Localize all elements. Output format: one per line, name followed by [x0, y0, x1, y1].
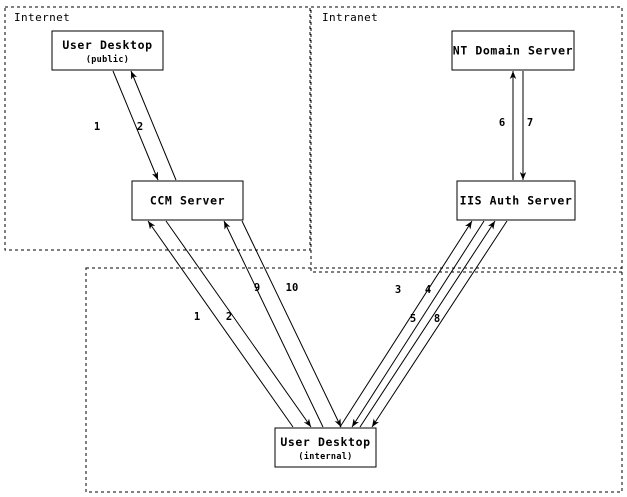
flow-step-label: 10 [286, 282, 299, 294]
zone-labels: Internet Intranet [14, 11, 378, 24]
flow-line-user-desktop-internal-to-ccm-server-step-9 [223, 220, 324, 428]
node-nt-domain-server: NT Domain Server [451, 30, 575, 71]
flow-line-iis-auth-server-to-user-desktop-internal-step-8 [371, 220, 508, 428]
flow-line-ccm-server-to-user-desktop-internal-step-10 [241, 220, 342, 428]
zone-boundary-internal [85, 267, 623, 493]
node-subtitle-user-desktop-internal: (internal) [298, 451, 352, 462]
flow-step-labels: 1 2 1 2 3 4 5 8 6 7 9 10 [94, 117, 533, 325]
zone-boundary-internet [4, 6, 311, 251]
flow-step-label: 5 [410, 313, 416, 325]
node-boxes: User Desktop (public) CCM Server NT Domain … [51, 30, 576, 468]
flow-line-user-desktop-internal-to-iis-auth-server-step-5 [359, 220, 496, 428]
zone-boundaries [4, 6, 623, 493]
node-title-nt-domain-server: NT Domain Server [453, 44, 573, 58]
flow-step-label: 3 [395, 284, 401, 296]
flow-step-label: 6 [499, 117, 505, 129]
flow-line-user-desktop-public-to-ccm-server-step-1 [112, 70, 159, 181]
flow-line-iis-auth-server-to-user-desktop-internal-step-4 [351, 220, 485, 428]
node-box-user-desktop-internal [274, 427, 377, 468]
node-title-user-desktop-public: User Desktop [62, 38, 152, 52]
flow-step-label: 4 [425, 284, 431, 296]
flow-arrows [112, 70, 527, 428]
node-user-desktop-internal: User Desktop (internal) [274, 427, 377, 468]
flow-line-user-desktop-internal-to-ccm-server-step-1 [147, 220, 294, 428]
node-ccm-server: CCM Server [131, 180, 244, 221]
flow-step-label: 1 [194, 311, 200, 323]
flow-line-ccm-server-to-user-desktop-internal-step-2 [165, 220, 312, 428]
node-box-user-desktop-public [51, 30, 164, 71]
node-title-user-desktop-internal: User Desktop [280, 435, 370, 449]
zone-label-intranet: Intranet [322, 11, 378, 24]
node-iis-auth-server: IIS Auth Server [456, 180, 576, 221]
node-title-ccm-server: CCM Server [150, 194, 225, 208]
flow-line-user-desktop-internal-to-iis-auth-server-step-3 [339, 220, 473, 428]
node-box-nt-domain-server [451, 30, 575, 71]
flow-step-label: 2 [137, 121, 143, 133]
flow-step-label: 8 [434, 313, 440, 325]
flow-step-label: 1 [94, 121, 100, 133]
node-user-desktop-public: User Desktop (public) [51, 30, 164, 71]
flow-step-label: 7 [527, 117, 533, 129]
flow-line-ccm-server-to-user-desktop-public-step-2 [130, 70, 177, 181]
node-subtitle-user-desktop-public: (public) [86, 54, 129, 65]
flow-step-label: 2 [226, 311, 232, 323]
node-box-ccm-server [131, 180, 244, 221]
zone-label-internet: Internet [14, 11, 70, 24]
node-box-iis-auth-server [456, 180, 576, 221]
node-title-iis-auth-server: IIS Auth Server [460, 194, 573, 208]
flow-step-label: 9 [254, 282, 260, 294]
